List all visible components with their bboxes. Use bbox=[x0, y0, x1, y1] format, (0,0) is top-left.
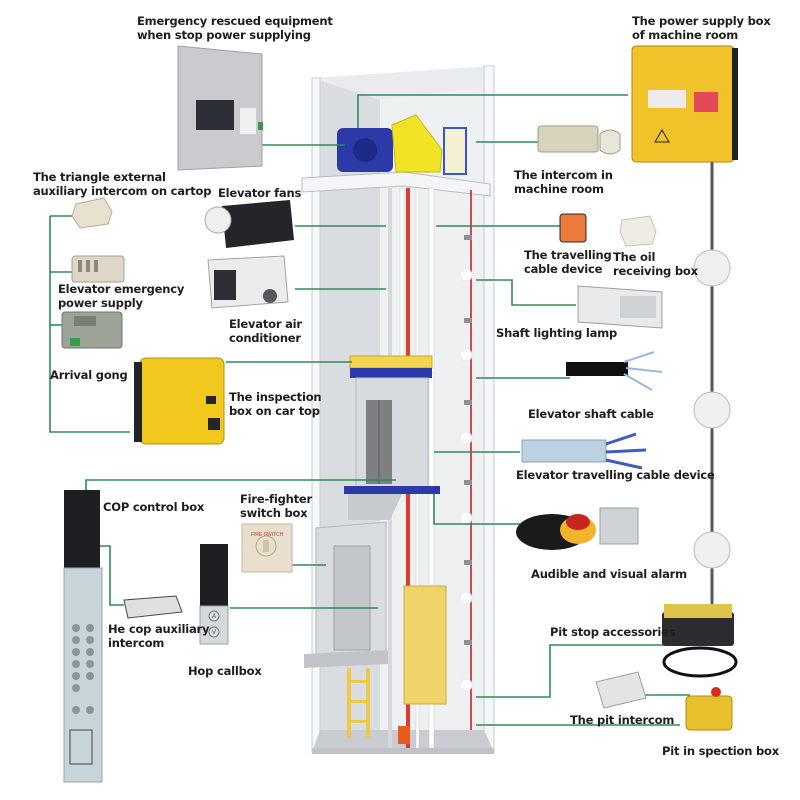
label-line: Pit stop accessories bbox=[550, 625, 676, 639]
label-line: when stop power supplying bbox=[137, 28, 311, 42]
label-line: Fire-fighter bbox=[240, 492, 312, 506]
label-line: Emergency rescued equipment bbox=[137, 14, 333, 28]
label-line: Elevator emergency bbox=[58, 282, 185, 296]
travelling-cable-device-2-icon bbox=[521, 432, 647, 470]
label-line: The power supply box bbox=[632, 14, 771, 28]
label-line: Arrival gong bbox=[50, 368, 128, 382]
label-line: Shaft lighting lamp bbox=[496, 326, 618, 340]
inspection-box-device bbox=[134, 357, 225, 445]
label-line: The intercom in bbox=[514, 168, 613, 182]
controller-cabinet bbox=[443, 127, 467, 175]
landing-door bbox=[304, 521, 410, 744]
traction-machine bbox=[391, 114, 443, 173]
label-cop-aux-intercom: He cop auxiliary intercom bbox=[108, 622, 210, 650]
label-fire-fighter-switch: Fire-fighter switch box bbox=[240, 492, 312, 520]
pit-intercom-device bbox=[595, 671, 647, 709]
machine-room-platform bbox=[301, 114, 491, 197]
hop-up-button: A bbox=[212, 614, 216, 620]
label-line: of machine room bbox=[632, 28, 739, 42]
traveling-lights-chain bbox=[693, 162, 731, 620]
label-line: The travelling bbox=[524, 248, 612, 262]
label-hop-callbox: Hop callbox bbox=[188, 664, 262, 678]
label-shaft-cable: Elevator shaft cable bbox=[528, 407, 654, 421]
label-oil-receiving-box: The oil receiving box bbox=[613, 250, 698, 278]
label-emergency-rescue: Emergency rescued equipment when stop po… bbox=[137, 14, 333, 42]
pit-buffer bbox=[398, 726, 410, 744]
fire-switch-text: FIRE SWITCH bbox=[251, 532, 284, 538]
label-shaft-lighting-lamp: Shaft lighting lamp bbox=[496, 326, 617, 340]
label-intercom-machine-room: The intercom in machine room bbox=[514, 168, 613, 196]
power-supply-box bbox=[631, 45, 738, 163]
label-line: switch box bbox=[240, 506, 308, 520]
shaft-lights bbox=[459, 235, 473, 692]
label-line: conditioner bbox=[229, 331, 301, 345]
label-audible-visual-alarm: Audible and visual alarm bbox=[531, 567, 687, 581]
counterweight bbox=[403, 585, 447, 705]
label-line: Elevator shaft cable bbox=[528, 407, 654, 421]
pit-stop-device bbox=[662, 604, 738, 678]
label-pit-inspection-box: Pit in spection box bbox=[662, 744, 779, 758]
label-line: auxiliary intercom on cartop bbox=[33, 184, 212, 198]
label-line: box on car top bbox=[229, 404, 320, 418]
label-line: machine room bbox=[514, 182, 604, 196]
travelling-cable-device-icon bbox=[559, 213, 587, 243]
label-line: The triangle external bbox=[33, 170, 166, 184]
label-air-conditioner: Elevator air conditioner bbox=[229, 317, 302, 345]
label-line: Elevator fans bbox=[218, 186, 302, 200]
label-line: Elevator travelling cable device bbox=[516, 468, 715, 482]
leader-lines bbox=[49, 94, 690, 726]
label-line: cable device bbox=[524, 262, 603, 276]
label-line: Pit in spection box bbox=[662, 744, 779, 758]
emergency-rescue-device bbox=[177, 45, 263, 171]
label-line: intercom bbox=[108, 636, 165, 650]
triangle-intercom-device bbox=[71, 197, 113, 229]
cop-control-box-device bbox=[63, 490, 103, 783]
label-line: Elevator air bbox=[229, 317, 302, 331]
label-arrival-gong: Arrival gong bbox=[50, 368, 128, 382]
audible-visual-alarm-device bbox=[516, 507, 639, 550]
hop-down-button: V bbox=[212, 630, 216, 636]
oil-receiving-box-icon bbox=[619, 215, 657, 247]
label-travelling-cable-device-2: Elevator travelling cable device bbox=[516, 468, 715, 482]
label-pit-intercom: The pit intercom bbox=[570, 713, 674, 727]
cop-aux-intercom-device bbox=[123, 595, 183, 619]
label-power-supply-box: The power supply box of machine room bbox=[632, 14, 771, 42]
fire-switch-device bbox=[241, 523, 293, 573]
label-line: The pit intercom bbox=[570, 713, 675, 727]
label-line: The oil bbox=[613, 250, 656, 264]
air-conditioner-device bbox=[207, 255, 289, 309]
arrival-gong-device bbox=[61, 311, 123, 349]
label-line: receiving box bbox=[613, 264, 698, 278]
label-line: Audible and visual alarm bbox=[531, 567, 687, 581]
label-line: COP control box bbox=[103, 500, 205, 514]
label-inspection-box-car-top: The inspection box on car top bbox=[229, 390, 322, 418]
label-line: power supply bbox=[58, 296, 143, 310]
label-elevator-fans: Elevator fans bbox=[218, 186, 301, 200]
label-line: Hop callbox bbox=[188, 664, 262, 678]
label-line: The inspection bbox=[229, 390, 322, 404]
intercom-machine-room-device bbox=[537, 125, 621, 155]
hop-callbox-device bbox=[199, 544, 229, 645]
elevator-car bbox=[344, 355, 440, 520]
pit-inspection-box-device bbox=[685, 687, 733, 731]
label-triangle-intercom: The triangle external auxiliary intercom… bbox=[33, 170, 211, 198]
label-pit-stop-accessories: Pit stop accessories bbox=[550, 625, 676, 639]
shaft-lamp-device bbox=[577, 285, 663, 329]
shaft-cable-device bbox=[566, 351, 663, 391]
label-cop-control-box: COP control box bbox=[103, 500, 204, 514]
label-emergency-power-supply: Elevator emergency power supply bbox=[58, 282, 184, 310]
pit-ladder bbox=[347, 668, 370, 738]
label-travelling-cable-device: The travelling cable device bbox=[524, 248, 612, 276]
elevator-fan-device bbox=[204, 200, 294, 248]
label-line: He cop auxiliary bbox=[108, 622, 210, 636]
emergency-power-device bbox=[71, 255, 125, 283]
